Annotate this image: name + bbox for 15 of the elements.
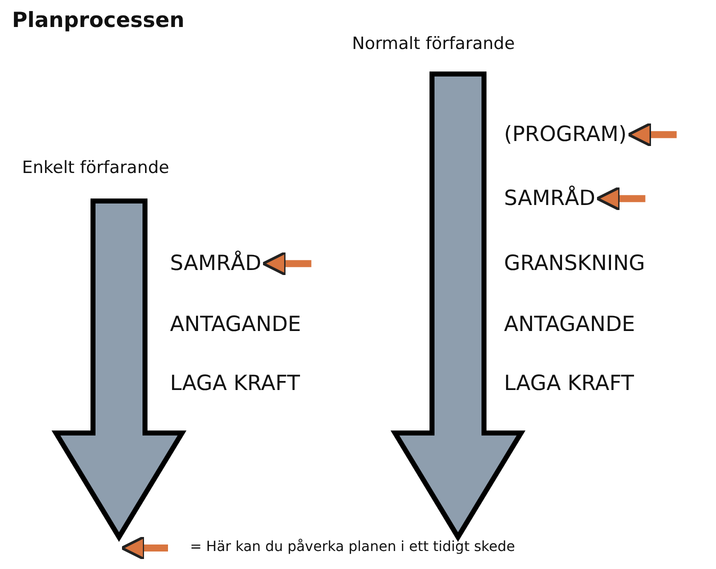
stage-label: LAGA KRAFT (170, 371, 300, 396)
arrow (627, 122, 677, 148)
legend-text: = Här kan du påverka planen i ett tidigt skede (190, 539, 516, 556)
stage-label: GRANSKNING (504, 251, 646, 276)
arrow (596, 186, 646, 212)
stage-label: SAMRÅD (504, 186, 596, 212)
arrow (262, 251, 312, 276)
column-heading: Normalt förfarande (352, 34, 515, 54)
stage-label: (PROGRAM) (504, 122, 627, 148)
stage-label: ANTAGANDE (504, 312, 636, 338)
title: Planprocessen (12, 8, 184, 34)
stage-label: SAMRÅD (170, 251, 262, 276)
stage-label: LAGA KRAFT (504, 371, 634, 396)
column-heading: Enkelt förfarande (22, 158, 170, 178)
stage-label: ANTAGANDE (170, 312, 302, 338)
